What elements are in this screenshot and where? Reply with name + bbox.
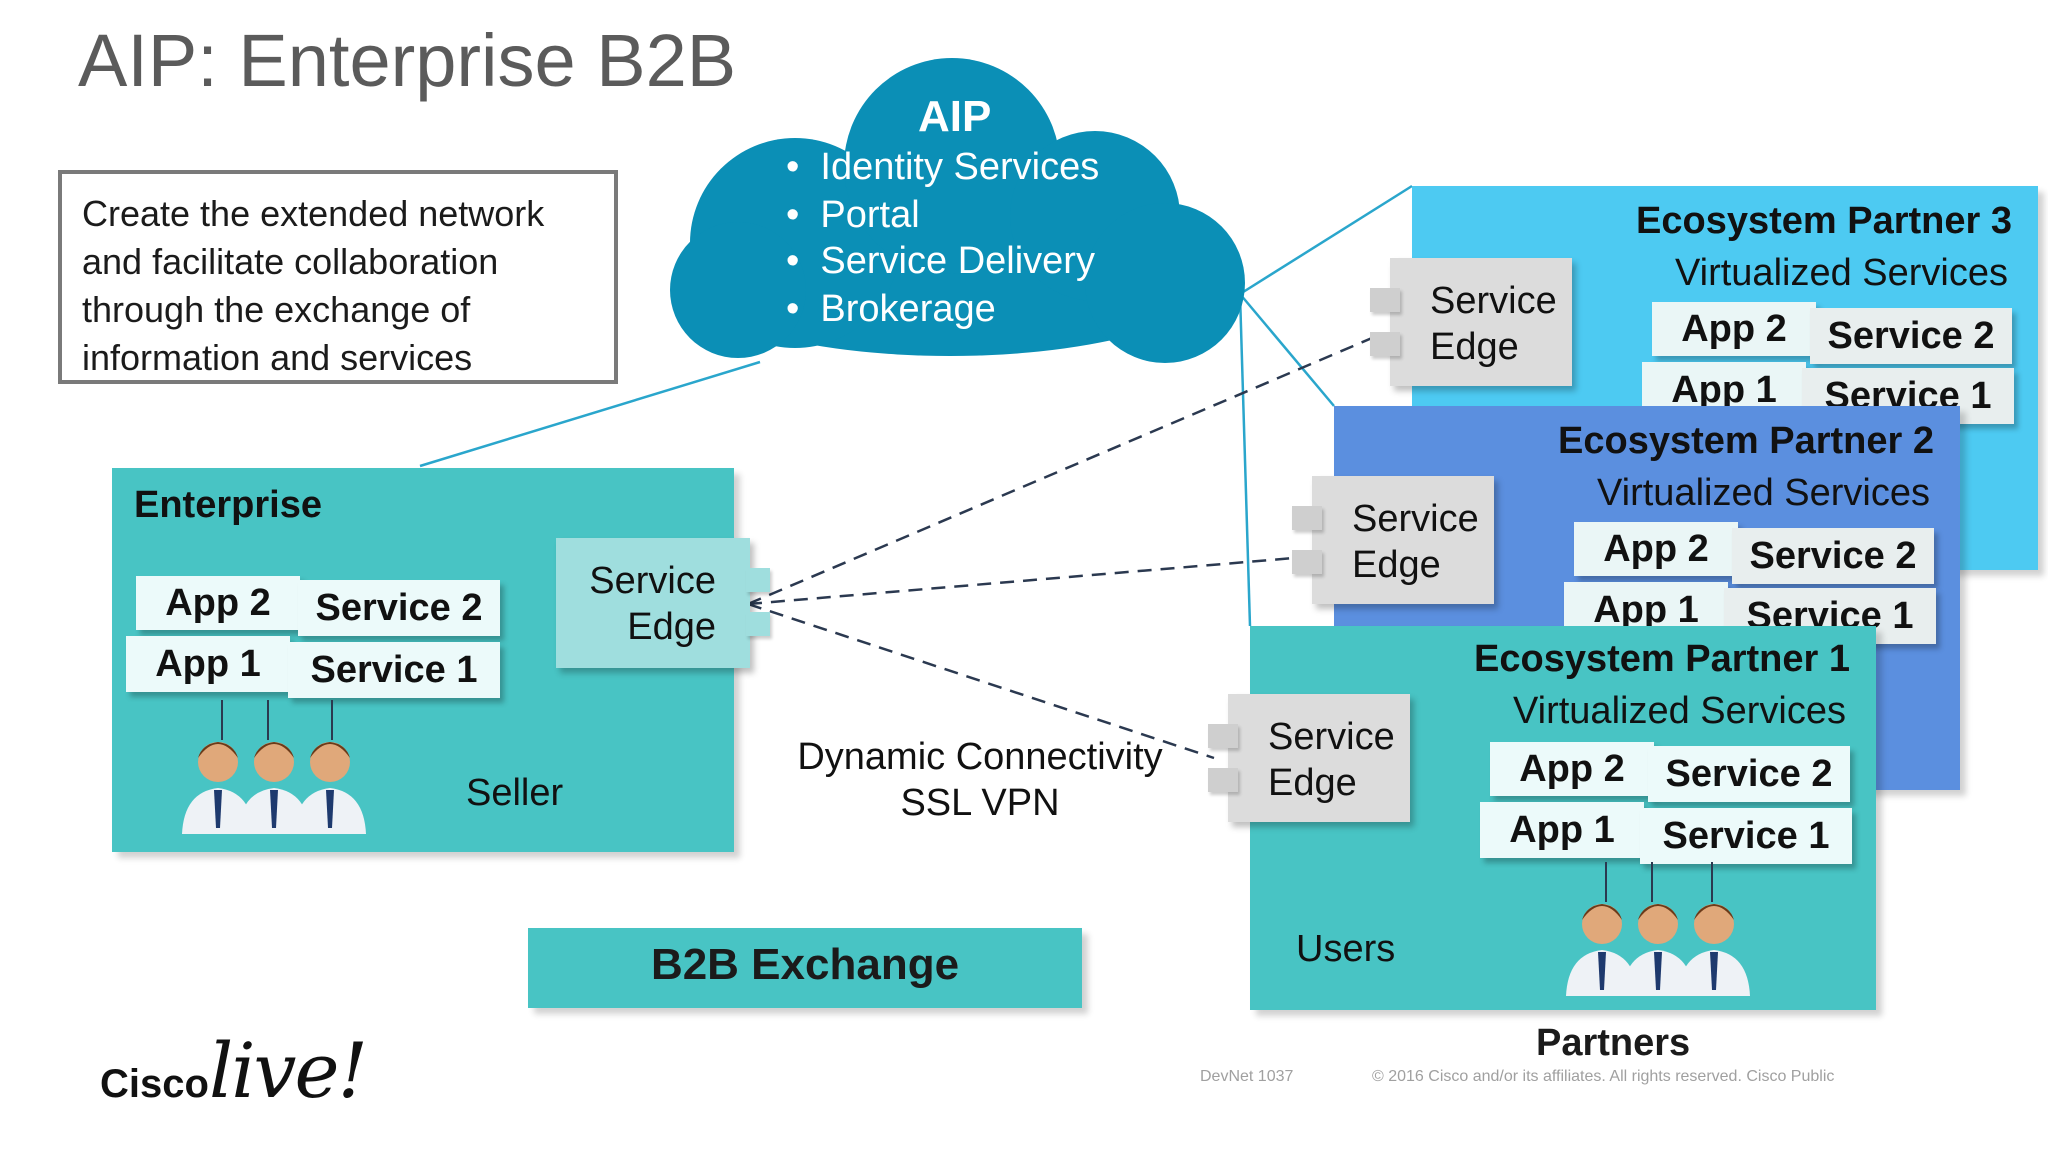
edge-label: Service: [1352, 498, 1479, 540]
aip-cloud: [670, 58, 1245, 363]
b2b-exchange-label: B2B Exchange: [650, 940, 960, 989]
live-wordmark: live!: [208, 1026, 368, 1115]
edge-tab: [1208, 768, 1238, 792]
edge-tab: [1292, 550, 1322, 574]
partner2-subtitle: Virtualized Services: [1596, 472, 1930, 514]
edge-label: Service: [589, 560, 716, 602]
enterprise-title: Enterprise: [134, 484, 322, 526]
description-line: information and services: [82, 337, 473, 378]
edge-label: Edge: [1268, 762, 1357, 804]
enterprise-service2: Service 2: [298, 580, 500, 636]
partner1-app1: App 1: [1480, 802, 1644, 858]
cloud-heading: AIP: [918, 92, 992, 141]
cloud-item-label: Portal: [820, 194, 920, 236]
partner3-app2: App 2: [1652, 302, 1816, 356]
connectivity-line: SSL VPN: [900, 782, 1060, 824]
description-line: Create the extended network: [82, 193, 545, 234]
partner1-service1: Service 1: [1640, 808, 1852, 864]
cloud-item-label: Identity Services: [820, 146, 1100, 188]
enterprise-service-edge: Service Edge: [556, 538, 750, 668]
cloud-item-brokerage: • Brokerage: [786, 288, 996, 330]
edge-tab: [746, 612, 770, 636]
partner3-service2: Service 2: [1810, 308, 2012, 364]
partner2-service-edge: Service Edge: [1312, 476, 1494, 604]
edge-label: Edge: [1430, 326, 1519, 368]
partner1-service2: Service 2: [1648, 746, 1850, 802]
edge-label: Edge: [627, 606, 716, 648]
partners-label: Partners: [1536, 1022, 1691, 1064]
partner3-service-edge: Service Edge: [1390, 258, 1572, 386]
users-label: Users: [1296, 928, 1396, 970]
connectivity-label: Dynamic Connectivity SSL VPN: [780, 734, 1180, 826]
cloud-item-label: Brokerage: [820, 288, 996, 330]
partner3-subtitle: Virtualized Services: [1674, 252, 2008, 294]
edge-label: Service: [1430, 280, 1557, 322]
description-box: Create the extended network and facilita…: [58, 170, 618, 384]
user-group-icon: [182, 700, 366, 834]
partner1-subtitle: Virtualized Services: [1512, 690, 1846, 732]
cisco-wordmark: Cisco: [100, 1062, 209, 1106]
partner1-service-edge: Service Edge: [1228, 694, 1410, 822]
partner3-title: Ecosystem Partner 3: [1636, 200, 2012, 242]
user-group-icon: [1566, 862, 1750, 996]
footer-session: DevNet 1037: [1200, 1068, 1294, 1085]
b2b-exchange-box: [528, 928, 1082, 1008]
connectivity-line: Dynamic Connectivity: [797, 736, 1163, 778]
edge-tab: [1292, 506, 1322, 530]
edge-tab: [1208, 724, 1238, 748]
partner2-app2: App 2: [1574, 522, 1738, 576]
cisco-live-logo: Ciscolive!: [100, 1026, 368, 1115]
edge-tab: [1370, 332, 1400, 356]
partner1-app2: App 2: [1490, 742, 1654, 796]
enterprise-app1: App 1: [126, 636, 290, 692]
seller-label: Seller: [466, 772, 564, 814]
description-line: and facilitate collaboration: [82, 241, 499, 282]
edge-tab: [746, 568, 770, 592]
enterprise-app2: App 2: [136, 576, 300, 630]
edge-label: Edge: [1352, 544, 1441, 586]
partner1-title: Ecosystem Partner 1: [1474, 638, 1850, 680]
enterprise-service1: Service 1: [288, 642, 500, 698]
cloud-item-delivery: • Service Delivery: [786, 240, 1095, 282]
description-line: through the exchange of: [82, 289, 471, 330]
cloud-item-identity: • Identity Services: [786, 146, 1100, 188]
edge-tab: [1370, 288, 1400, 312]
partner2-service2: Service 2: [1732, 528, 1934, 584]
footer-copyright: © 2016 Cisco and/or its affiliates. All …: [1372, 1068, 1835, 1085]
cloud-item-portal: • Portal: [786, 194, 920, 236]
partner2-title: Ecosystem Partner 2: [1558, 420, 1934, 462]
edge-label: Service: [1268, 716, 1395, 758]
page-title: AIP: Enterprise B2B: [78, 19, 737, 102]
cloud-item-label: Service Delivery: [820, 240, 1095, 282]
